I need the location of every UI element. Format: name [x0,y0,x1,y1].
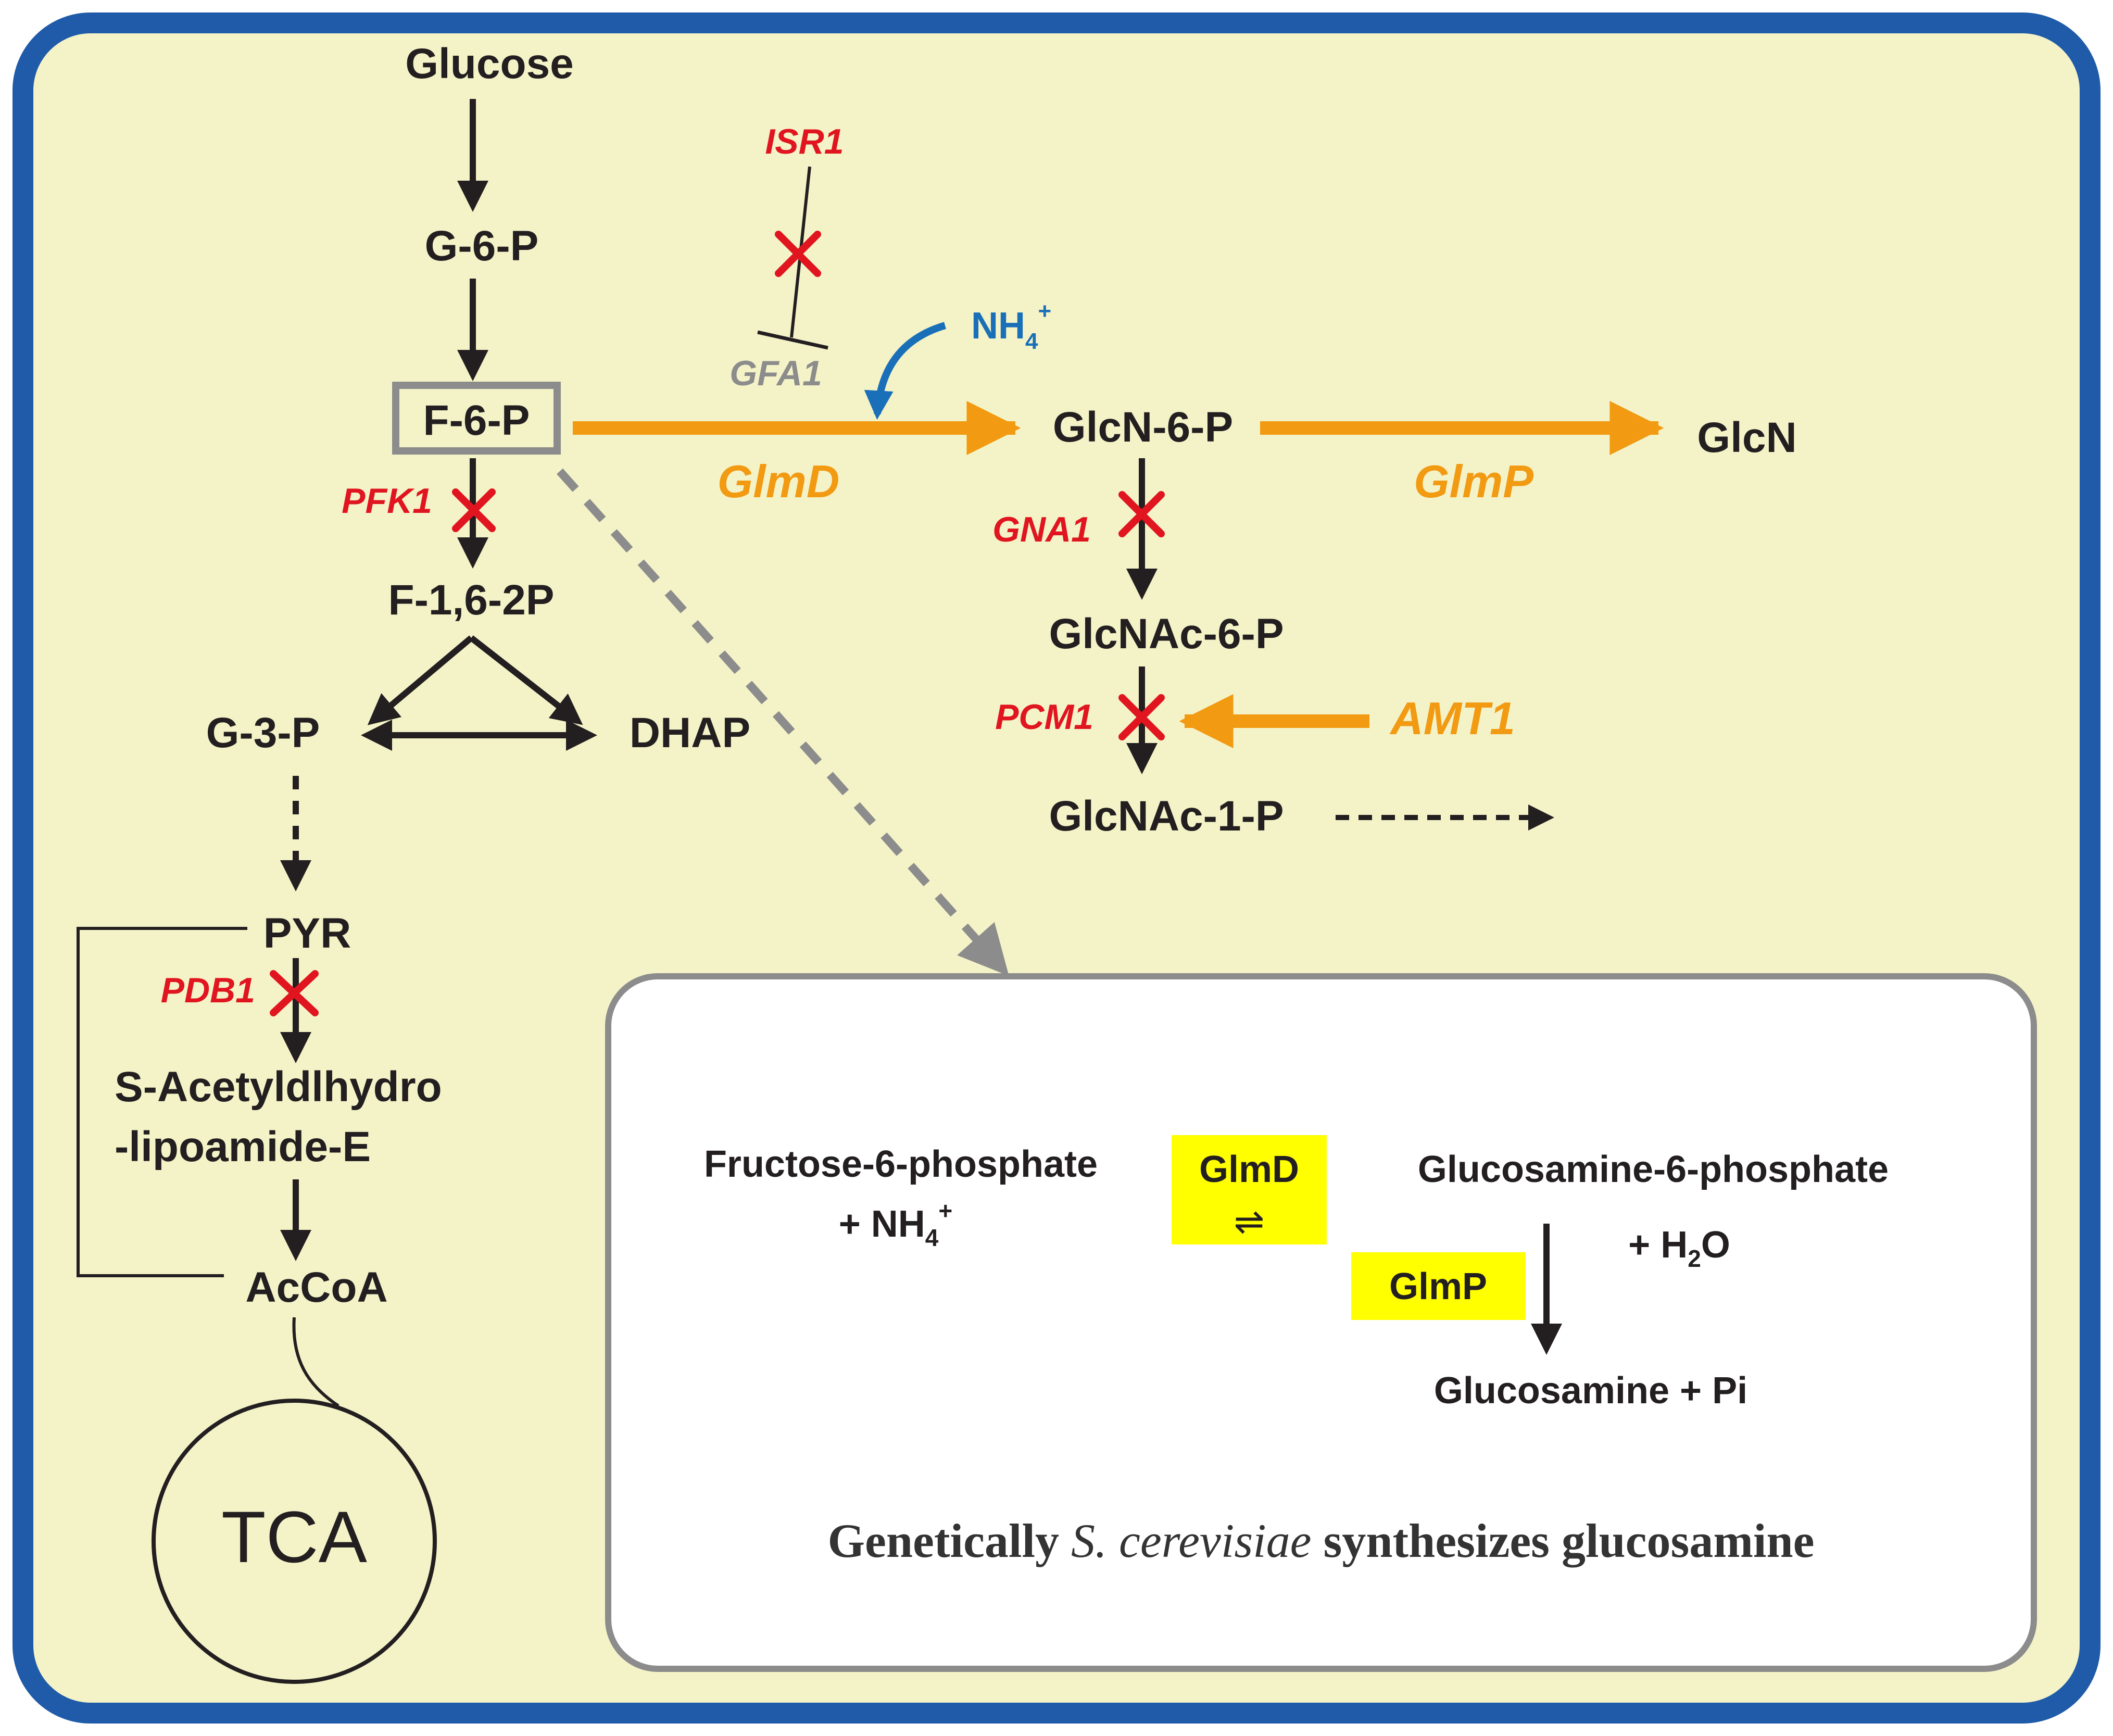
pyr-accoa-bracket [77,927,247,1277]
inset-panel [605,973,2037,1672]
red-cross-icon [1118,491,1165,537]
metabolite-g6p: G-6-P [425,222,539,270]
metabolite-f6p: F-6-P [423,397,530,444]
gene-glmp: GlmP [1414,456,1533,507]
inset-plus-h2o: + H2O [1628,1224,1730,1272]
glmp-highlight [1351,1252,1526,1320]
gene-gna1: GNA1 [992,510,1091,549]
inset-product: Glucosamine-6-phosphate [1418,1149,1889,1190]
metabolite-tca: TCA [221,1496,368,1578]
zoom-connector-arrow [557,468,1009,976]
ammonium-label: NH4+ [971,298,1051,354]
inset-enzyme-glmd: GlmD [1199,1149,1299,1190]
gene-amt1: AMT1 [1389,693,1515,744]
inset-plus-nh4: + NH4+ [839,1197,953,1251]
red-cross-icon [775,231,821,277]
inset-enzyme-glmp: GlmP [1389,1266,1487,1307]
gene-glmd: GlmD [718,456,840,507]
red-cross-icon [452,488,496,532]
metabolite-accoa: AcCoA [245,1264,387,1311]
arrow-f16p-dhap [469,635,583,725]
accoa-tca-link [292,1317,339,1407]
gene-pcm1: PCM1 [995,697,1093,737]
metabolite-glcn: GlcN [1697,414,1796,461]
metabolite-sacetyl-line2: -lipoamide-E [115,1123,371,1171]
metabolite-glucose: Glucose [405,40,574,87]
ammonium-input-arrow [864,322,946,420]
tca-cycle-circle [152,1399,437,1684]
equilibrium-icon: ⇌ [1234,1201,1265,1242]
gene-pdb1: PDB1 [161,971,255,1010]
red-cross-icon [1118,694,1165,740]
metabolite-g3p: G-3-P [206,709,320,757]
gene-isr1: ISR1 [765,122,844,161]
metabolite-sacetyl-line1: S-Acetyldlhydro [115,1063,442,1111]
metabolite-glcnac1p: GlcNAc-1-P [1049,792,1284,840]
gene-gfa1: GFA1 [730,354,822,393]
metabolite-dhap: DHAP [630,709,750,757]
gene-pfk1: PFK1 [342,481,432,521]
f6p-box [392,382,561,455]
glmd-highlight [1172,1135,1327,1244]
metabolite-f16p: F-1,6-2P [388,576,555,624]
metabolite-glcnac6p: GlcNAc-6-P [1049,610,1284,658]
metabolite-pyr: PYR [263,910,351,957]
inset-final-product: Glucosamine + Pi [1434,1370,1747,1412]
arrow-f16p-g3p [367,635,473,725]
red-cross-icon [270,970,319,1016]
t-bar-inhibition-icon [757,330,828,350]
inset-caption: Genetically S. cerevisiae synthesizes gl… [827,1514,1814,1567]
inset-substrate: Fructose-6-phosphate [704,1143,1098,1185]
metabolite-glcn6p: GlcN-6-P [1053,404,1233,451]
